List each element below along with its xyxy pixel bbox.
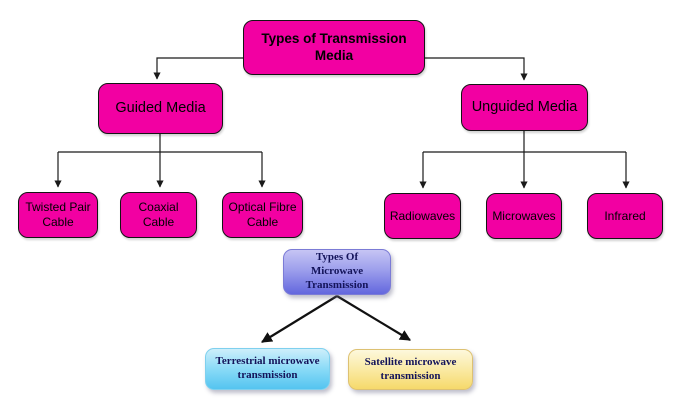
node-radiowaves: Radiowaves xyxy=(384,193,461,239)
node-microwaves: Microwaves xyxy=(486,193,562,239)
node-guided-media: Guided Media xyxy=(98,83,223,134)
node-unguided-media: Unguided Media xyxy=(461,84,588,131)
node-coaxial-cable: Coaxial Cable xyxy=(120,192,197,238)
node-label: Satellite microwave transmission xyxy=(364,355,457,382)
node-label: Types Of Microwave Transmission xyxy=(305,251,369,291)
node-label: Microwaves xyxy=(492,208,556,223)
node-label: Twisted Pair Cable xyxy=(25,200,91,229)
node-twisted-pair-cable: Twisted Pair Cable xyxy=(18,192,98,238)
node-types-of-transmission-media: Types of Transmission Media xyxy=(243,20,425,75)
node-label: Infrared xyxy=(604,208,646,223)
node-label: Unguided Media xyxy=(471,99,578,116)
node-terrestrial-microwave-transmission: Terrestrial microwave transmission xyxy=(205,348,330,390)
node-label: Types of Transmission Media xyxy=(261,30,407,63)
node-label: Terrestrial microwave transmission xyxy=(215,355,320,381)
node-label: Coaxial Cable xyxy=(138,200,179,229)
node-infrared: Infrared xyxy=(587,193,663,239)
node-label: Radiowaves xyxy=(389,208,456,223)
node-satellite-microwave-transmission: Satellite microwave transmission xyxy=(348,349,473,390)
node-label: Optical Fibre Cable xyxy=(228,200,297,229)
node-types-of-microwave-transmission: Types Of Microwave Transmission xyxy=(283,249,391,295)
node-label: Guided Media xyxy=(115,100,206,117)
node-optical-fibre-cable: Optical Fibre Cable xyxy=(222,192,303,238)
